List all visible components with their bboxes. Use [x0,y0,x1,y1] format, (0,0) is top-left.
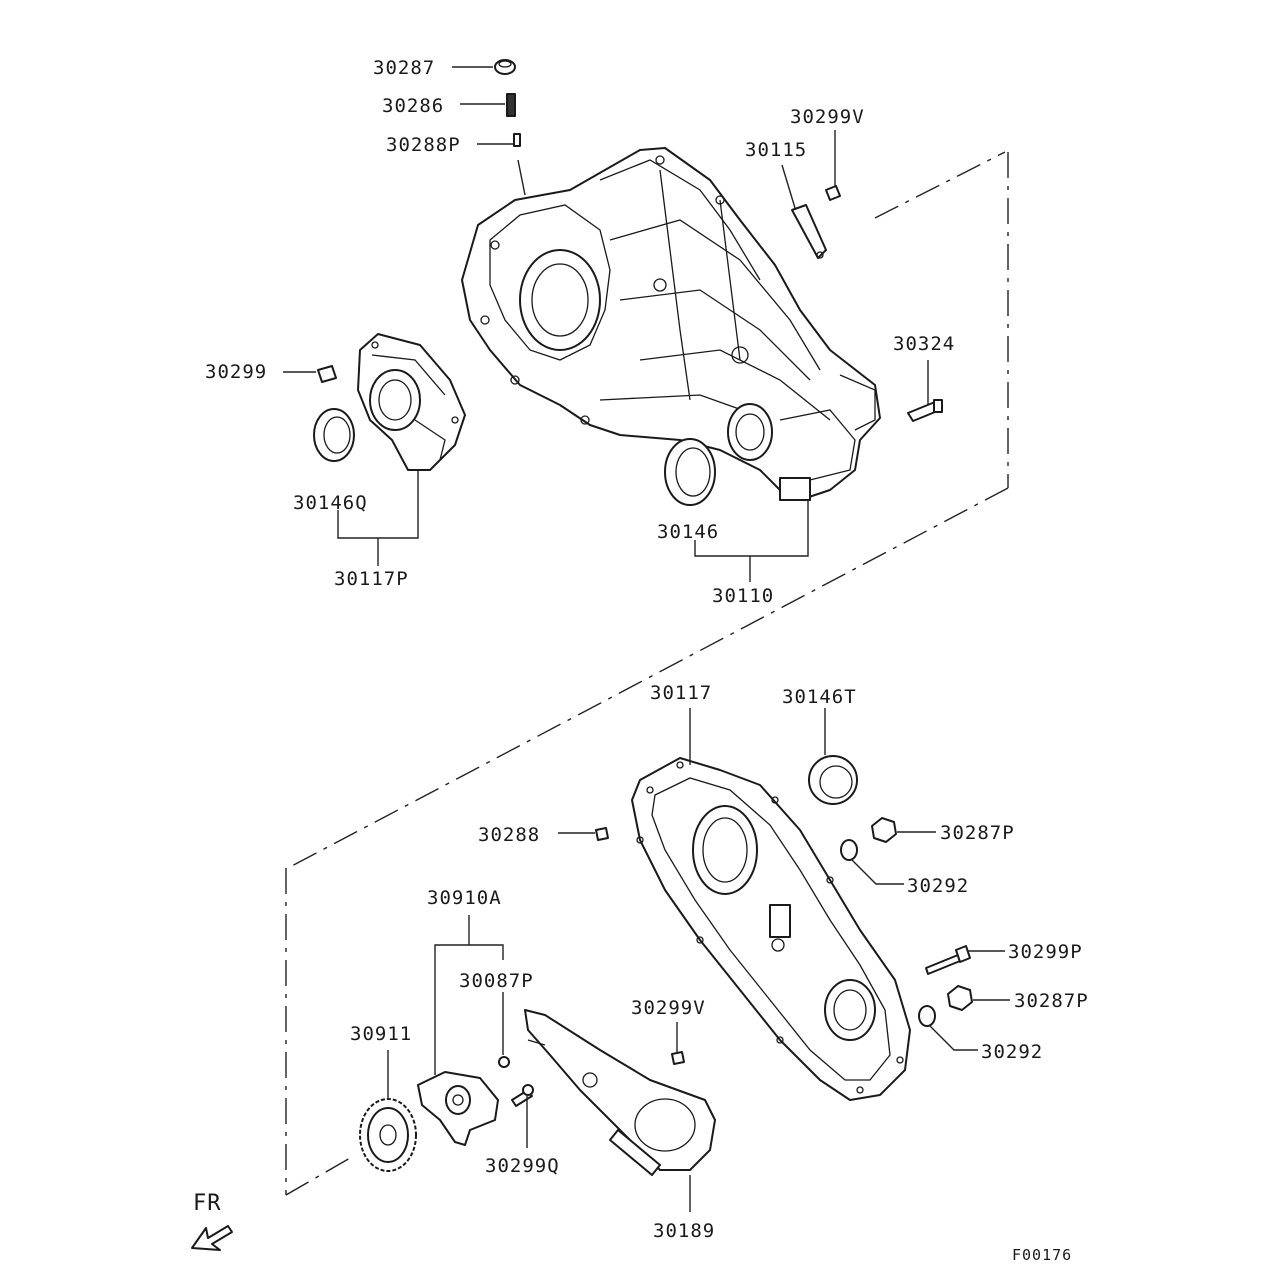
label-30299V-bottom: 30299V [631,997,706,1019]
label-30288P: 30288P [386,134,461,156]
label-30292-upper: 30292 [907,875,969,897]
bolt-30299[interactable] [317,365,337,383]
front-direction-arrow-icon [191,1225,233,1251]
gear-30911[interactable] [359,1098,417,1172]
oil-seal-30146Q[interactable] [313,408,355,462]
assembly-boundary [285,151,1009,1196]
label-30911: 30911 [350,1023,412,1045]
label-30146T: 30146T [782,686,857,708]
label-30110: 30110 [712,585,774,607]
figure-code: F00176 [1012,1246,1072,1264]
plug-30288[interactable] [595,827,609,841]
transfer-case-housing[interactable] [461,147,881,501]
bolt-30299V-bottom[interactable] [671,1051,685,1065]
label-30287: 30287 [373,57,435,79]
label-30146Q: 30146Q [293,492,368,514]
label-30299V-top: 30299V [790,106,865,128]
label-30324: 30324 [893,333,955,355]
plug-30287[interactable] [494,59,516,75]
oil-pump-30910A[interactable] [417,1071,499,1146]
plug-30287P-lower[interactable] [947,985,973,1011]
oil-seal-30146T[interactable] [808,755,858,805]
label-30287P-lower: 30287P [1014,990,1089,1012]
label-30117P: 30117P [334,568,409,590]
front-marker-label: FR [193,1191,222,1216]
plug-30287P-upper[interactable] [871,817,897,843]
label-30286: 30286 [382,95,444,117]
label-30189: 30189 [653,1220,715,1242]
label-30117: 30117 [650,682,712,704]
pin-30286[interactable] [506,93,516,117]
label-30292-lower: 30292 [981,1041,1043,1063]
washer-30292-upper[interactable] [840,839,858,861]
label-30287P-upper: 30287P [940,822,1015,844]
front-cover-30117P[interactable] [357,333,466,471]
screw-30087P[interactable] [498,1056,510,1068]
label-30146: 30146 [657,521,719,543]
strainer-30189[interactable] [524,1009,716,1176]
bolt-30299P[interactable] [925,945,971,975]
bolt-30299Q[interactable] [511,1084,534,1107]
label-30299Q: 30299Q [485,1155,560,1177]
label-30115: 30115 [745,139,807,161]
label-30288: 30288 [478,824,540,846]
label-30087P: 30087P [459,970,534,992]
washer-30292-lower[interactable] [918,1005,936,1027]
switch-30324[interactable] [907,399,943,422]
label-30299P: 30299P [1008,941,1083,963]
bracket-30115[interactable] [791,204,827,259]
rear-cover-30117[interactable] [631,757,911,1101]
bolt-30299V-top[interactable] [825,185,841,201]
label-30910A: 30910A [427,887,502,909]
label-30299: 30299 [205,361,267,383]
pin-30288P[interactable] [513,133,521,147]
oil-seal-30146[interactable] [664,438,716,506]
